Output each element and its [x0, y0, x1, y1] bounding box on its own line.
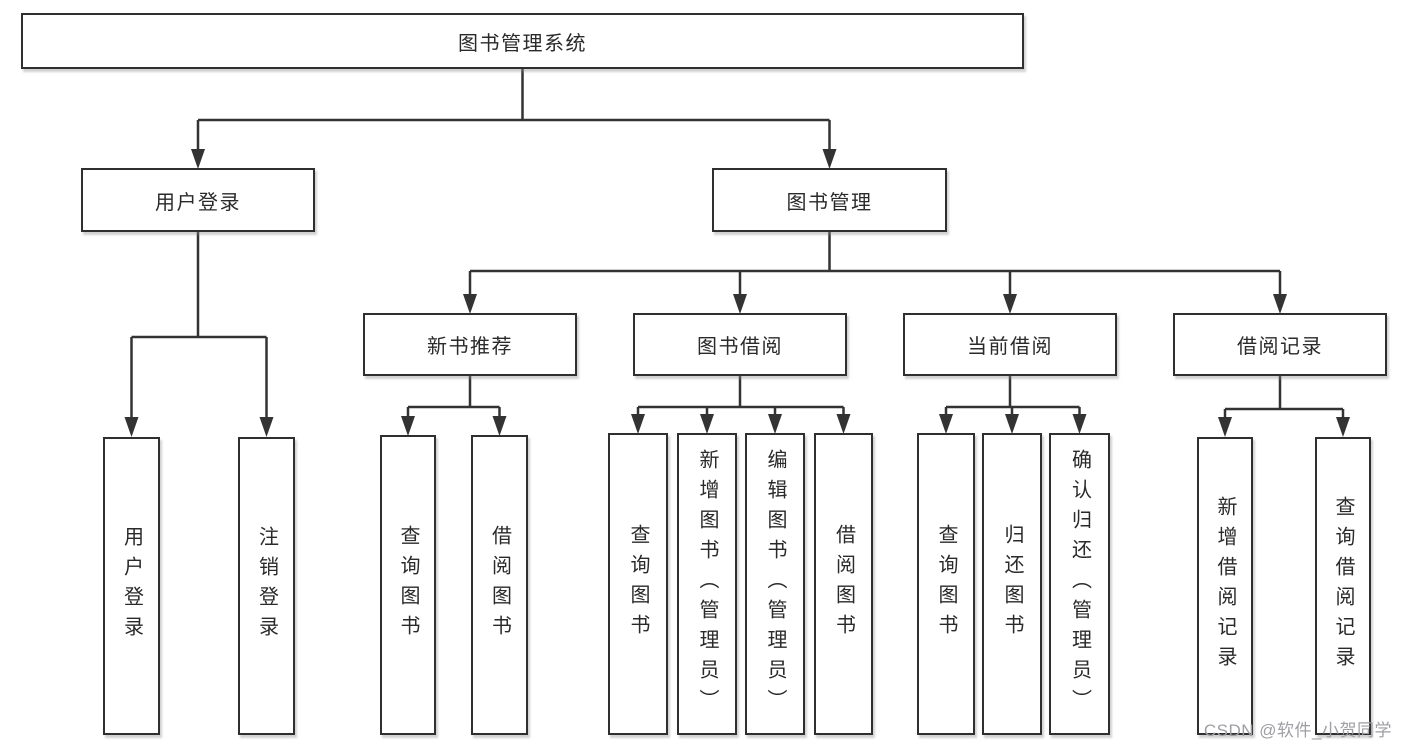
node-leaf-add-book-admin: 新增图书（管理员） [677, 433, 737, 735]
node-leaf-borrow-book-recommend-label: 借阅图书 [488, 525, 511, 645]
node-new-book-recommend: 新书推荐 [363, 313, 577, 376]
watermark: CSDN @软件_小贺同学 [1203, 721, 1392, 740]
node-leaf-query-book-current-label: 查询图书 [935, 524, 957, 644]
node-leaf-borrow-book-recommend: 借阅图书 [471, 435, 528, 735]
node-leaf-return-book: 归还图书 [982, 433, 1042, 735]
node-leaf-query-borrow-record-label: 查询借阅记录 [1332, 496, 1354, 676]
node-borrow-record-label: 借阅记录 [1237, 336, 1323, 358]
node-leaf-confirm-return-admin: 确认归还（管理员） [1049, 433, 1110, 735]
node-leaf-query-book-borrow: 查询图书 [608, 433, 668, 735]
node-leaf-query-book-recommend-label: 查询图书 [397, 525, 419, 645]
node-leaf-query-book-recommend: 查询图书 [380, 435, 436, 735]
node-current-borrow: 当前借阅 [903, 313, 1117, 376]
node-root: 图书管理系统 [21, 13, 1024, 69]
node-leaf-logout: 注销登录 [238, 437, 295, 735]
node-leaf-query-book-current: 查询图书 [917, 433, 975, 735]
node-leaf-edit-book-admin-label: 编辑图书（管理员） [764, 449, 786, 719]
node-current-borrow-label: 当前借阅 [967, 336, 1053, 358]
node-leaf-borrow-book-borrow-label: 借阅图书 [832, 524, 855, 644]
node-user-login-label: 用户登录 [155, 191, 241, 214]
node-leaf-add-book-admin-label: 新增图书（管理员） [696, 449, 718, 719]
node-book-management: 图书管理 [712, 168, 947, 232]
node-leaf-user-login: 用户登录 [103, 437, 160, 735]
node-leaf-return-book-label: 归还图书 [1001, 524, 1023, 644]
node-borrow-record: 借阅记录 [1173, 313, 1387, 376]
connector-paths [130, 69, 1345, 418]
node-leaf-edit-book-admin: 编辑图书（管理员） [745, 433, 805, 735]
node-leaf-confirm-return-admin-label: 确认归还（管理员） [1068, 449, 1091, 719]
node-root-label: 图书管理系统 [458, 32, 587, 55]
node-leaf-query-book-borrow-label: 查询图书 [627, 524, 649, 644]
node-leaf-logout-label: 注销登录 [255, 526, 278, 646]
node-book-management-label: 图书管理 [786, 191, 873, 214]
node-leaf-add-borrow-record: 新增借阅记录 [1197, 437, 1253, 735]
arrowheads [124, 149, 1350, 437]
node-book-borrow: 图书借阅 [633, 313, 847, 376]
node-leaf-user-login-label: 用户登录 [120, 526, 143, 646]
node-leaf-add-borrow-record-label: 新增借阅记录 [1214, 496, 1236, 676]
node-new-book-recommend-label: 新书推荐 [427, 336, 513, 358]
node-leaf-borrow-book-borrow: 借阅图书 [814, 433, 873, 735]
node-book-borrow-label: 图书借阅 [697, 336, 783, 358]
node-leaf-query-borrow-record: 查询借阅记录 [1315, 437, 1371, 735]
node-user-login: 用户登录 [81, 168, 315, 232]
